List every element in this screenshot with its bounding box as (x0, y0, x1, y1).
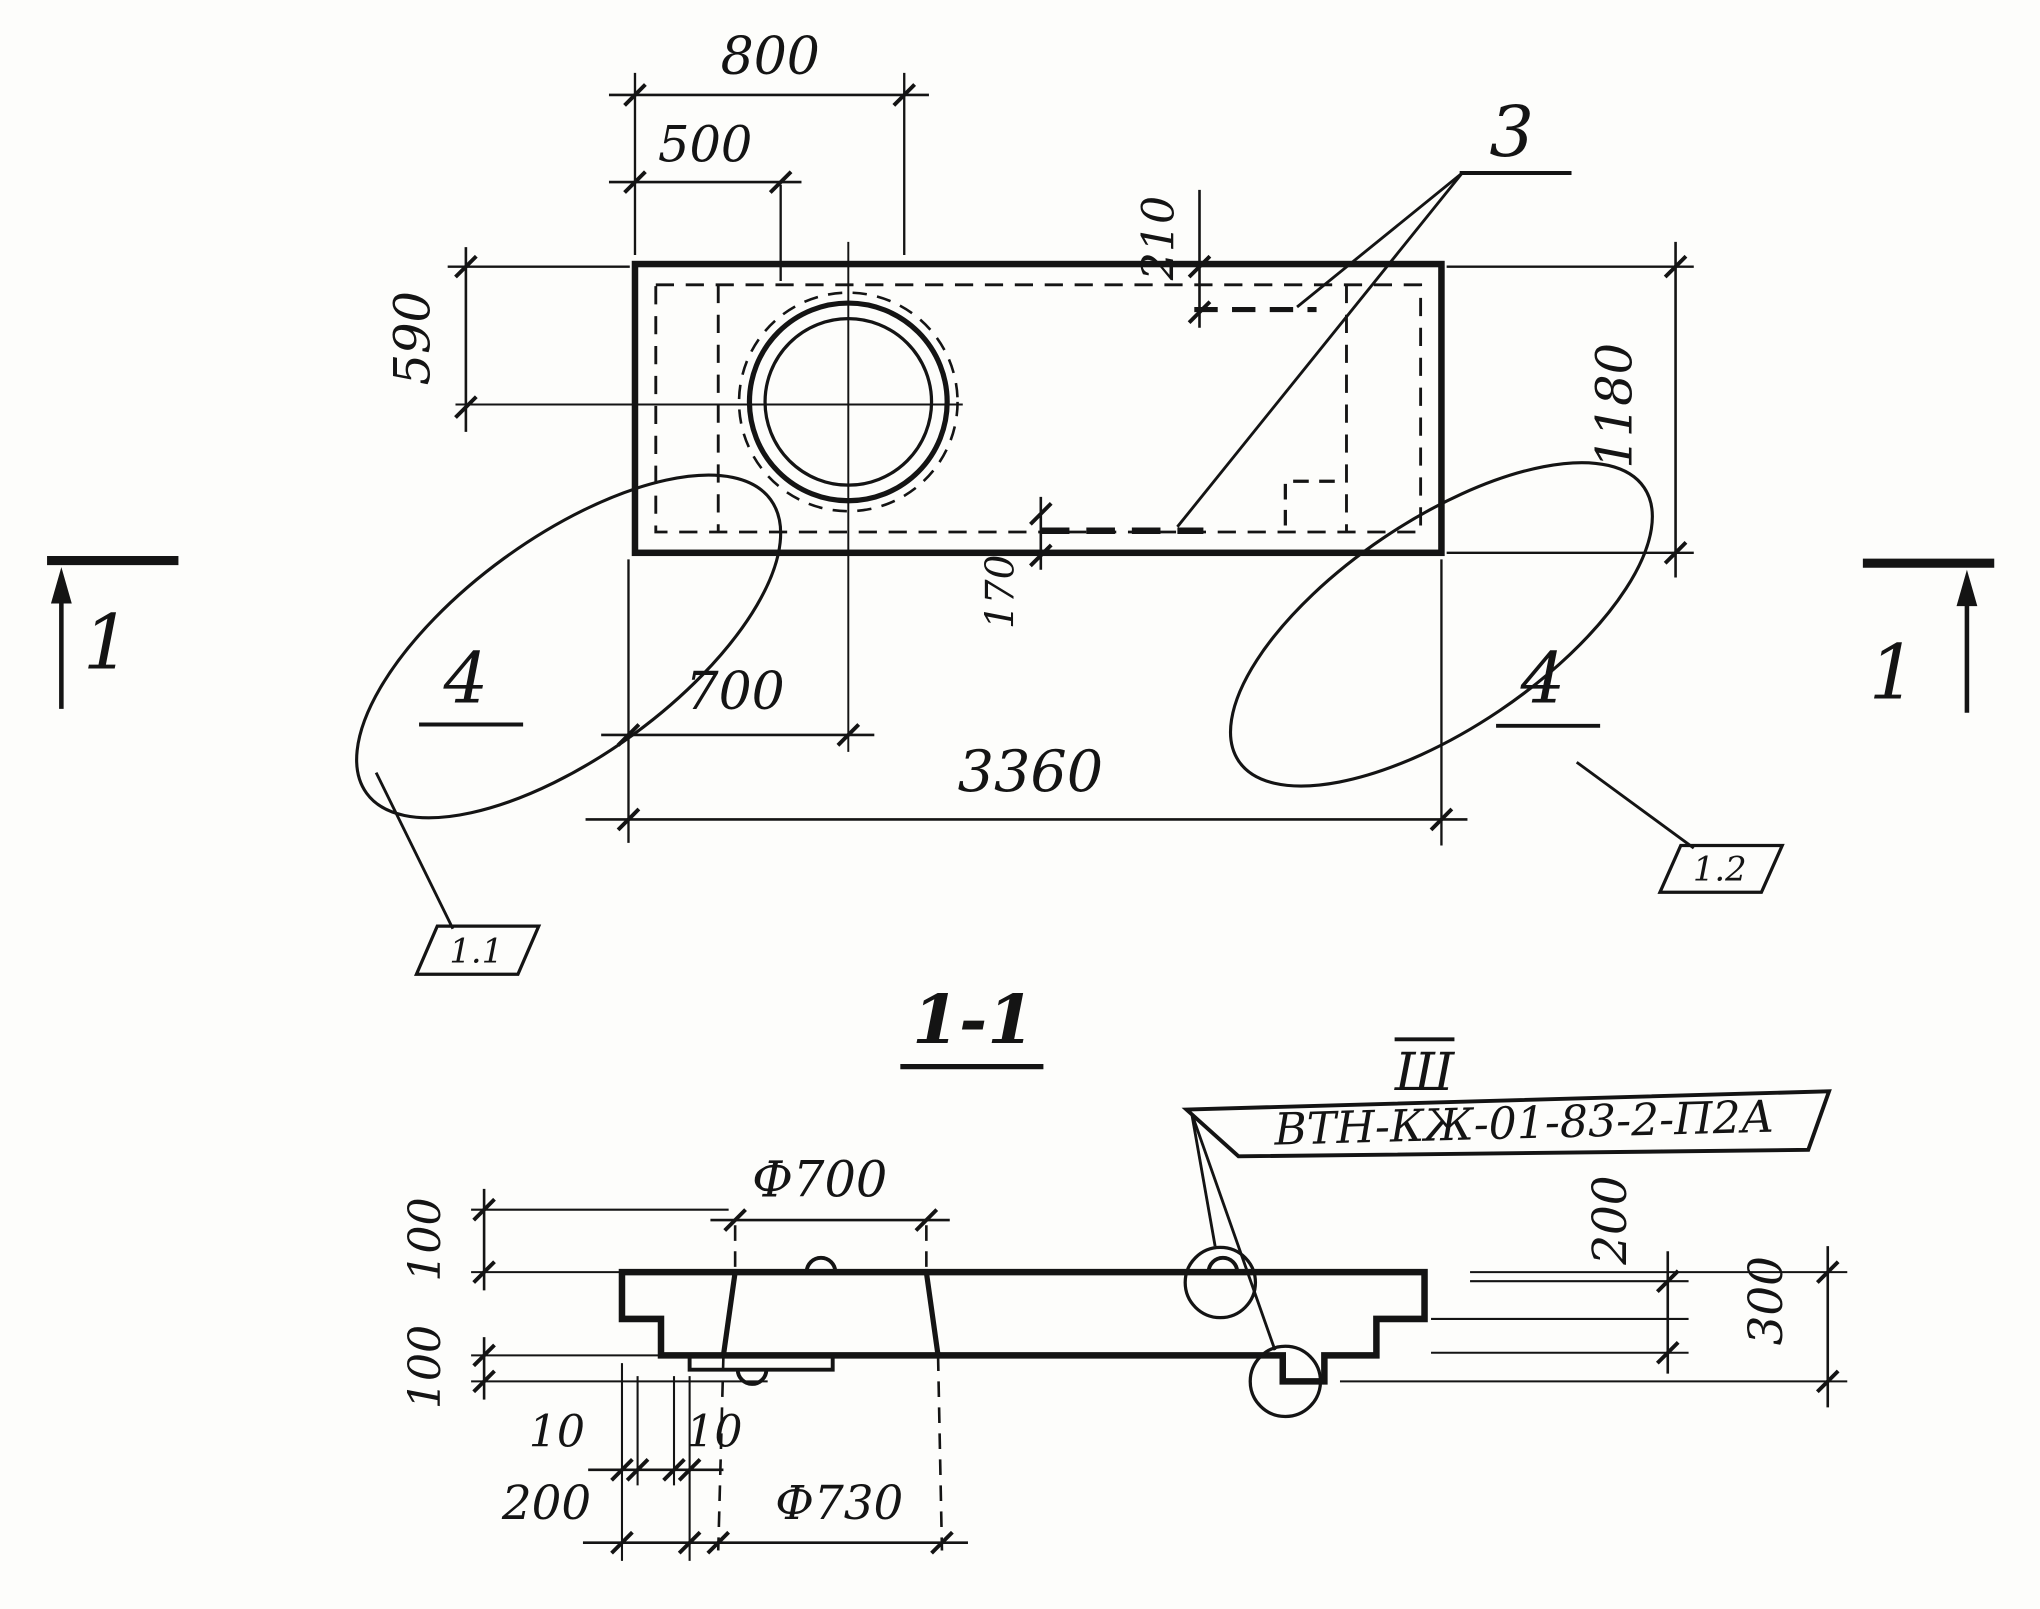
dim-800-label: 800 (721, 27, 820, 87)
dim-100-top: 100 (400, 1188, 729, 1291)
dim-f700-label: Ф700 (752, 1151, 887, 1209)
detail-boundary-left (355, 473, 783, 820)
dim-700: 700 (601, 559, 875, 843)
item-3-leader-a (1296, 171, 1464, 309)
section-arrow-left (50, 567, 72, 604)
opening-inner-circle (763, 317, 934, 487)
dim-590-label: 590 (383, 291, 441, 385)
plan-hidden-inner-edge (654, 283, 1423, 534)
dim-10-left-label: 10 (529, 1406, 585, 1457)
dim-300: 300 (1339, 1246, 1848, 1408)
dim-300-label: 300 (1740, 1256, 1794, 1345)
dim-10-right-label: 10 (686, 1406, 742, 1457)
slab-profile (618, 1225, 1428, 1551)
stamp-leader-b (1190, 1112, 1277, 1351)
dim-f700: Ф700 (710, 1151, 950, 1233)
position-mark-label: Ш (1394, 1043, 1456, 1103)
item-3-label: 3 (1489, 91, 1534, 173)
opening-hidden-circle (737, 291, 959, 513)
plan-embed-step (1283, 479, 1335, 526)
bottom-loop (735, 1369, 769, 1386)
dim-800: 800 (608, 27, 929, 255)
section-title: 1-1 (900, 979, 1044, 1070)
dim-100-top-label: 100 (400, 1197, 451, 1281)
dim-100-bottom: 100 (400, 1325, 768, 1409)
dims-bottom: 10 10 200 Ф730 (501, 1363, 968, 1561)
dim-200-bottom-label: 200 (501, 1477, 591, 1531)
section-mark-right: 1 (1862, 558, 1995, 716)
detail-left-tail (374, 772, 455, 930)
detail-boundary-right (1228, 461, 1654, 788)
dim-210: 210 (1133, 189, 1212, 328)
slab-outline (618, 1268, 1428, 1385)
section-arrow-right (1956, 569, 1978, 607)
lifting-loop-right (1206, 1255, 1240, 1273)
detail-balloon-right: 4 1.2 (1228, 461, 1785, 894)
section-view: 1-1 Ш ВТН-КЖ-01-83-2-П2А (400, 979, 1848, 1561)
item-3-leader-b (1176, 172, 1464, 528)
detail-right-tail (1575, 761, 1695, 850)
dim-210-label: 210 (1133, 196, 1184, 281)
dim-100-bottom-label: 100 (400, 1325, 451, 1409)
plan-view: 800 500 210 590 1180 (47, 27, 1995, 976)
detail-flag-left (413, 924, 542, 976)
stamp-text: ВТН-КЖ-01-83-2-П2А (1273, 1092, 1775, 1156)
section-mark-left: 1 (47, 556, 179, 709)
detail-flag-right (1657, 843, 1785, 894)
detail-flag-left-label: 1.1 (449, 932, 503, 971)
callout-item-3: 3 (1176, 91, 1572, 528)
plan-slab-outline (631, 260, 1445, 557)
dim-f730-label: Ф730 (775, 1477, 903, 1531)
detail-balloon-left: 4 1.1 (355, 473, 783, 976)
opening-outer-circle (746, 300, 950, 504)
dim-1180: 1180 (1446, 241, 1694, 578)
opening-edge-left (720, 1271, 738, 1356)
plan-opening (455, 241, 963, 752)
slab-bottom-lip (687, 1355, 835, 1372)
dim-200-right: 200 (1431, 1175, 1689, 1374)
opening-edge-right (923, 1271, 941, 1356)
dim-170: 170 (978, 496, 1054, 629)
item-4-left-label: 4 (443, 637, 489, 719)
dim-700-label: 700 (685, 662, 784, 722)
detail-flag-right-label: 1.2 (1693, 850, 1747, 889)
stamp-flag-outline (1181, 1089, 1832, 1159)
section-title-label: 1-1 (912, 979, 1034, 1059)
dim-500-label: 500 (658, 115, 752, 173)
dim-590: 590 (383, 247, 630, 432)
stamp-balloon-top (1183, 1245, 1258, 1320)
section-mark-left-label: 1 (83, 599, 131, 687)
dim-170-label: 170 (978, 555, 1023, 629)
dim-1180-label: 1180 (1585, 343, 1643, 469)
stamp-leader-a (1190, 1113, 1217, 1247)
section-mark-right-label: 1 (1869, 628, 1917, 716)
lifting-loop-left (804, 1255, 838, 1273)
dim-3360: 3360 (585, 559, 1468, 846)
dim-200-right-label: 200 (1584, 1175, 1638, 1265)
item-4-right-label: 4 (1520, 637, 1566, 719)
dim-3360-label: 3360 (958, 739, 1104, 805)
dim-500: 500 (608, 115, 802, 281)
